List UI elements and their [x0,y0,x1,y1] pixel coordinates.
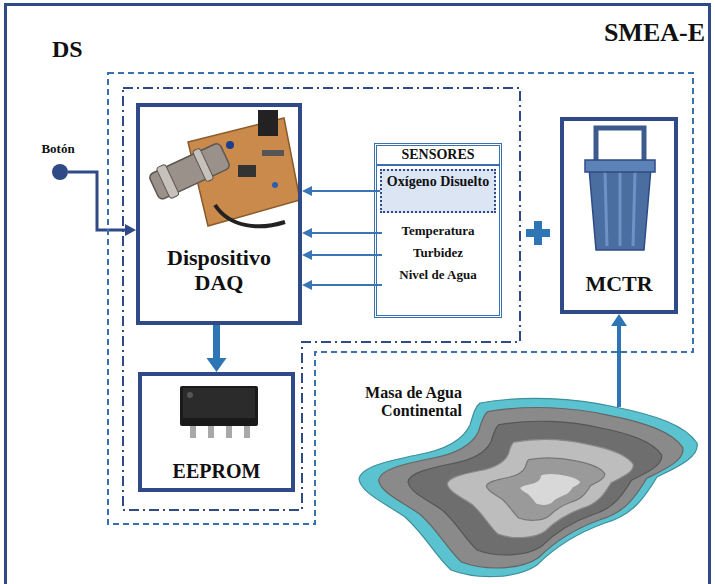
node-label: Dispositivo DAQ [144,245,294,296]
sensor-panel: SENSORES Oxígeno DisueltoTemperaturaTurbi… [374,143,502,318]
connector-arrow [302,186,380,196]
connector-line [311,284,382,286]
connector-line [311,254,382,256]
cable [215,205,285,226]
arrow-head [207,358,227,372]
connector-line [68,172,126,230]
node-label: Nivel de Agua [396,268,480,283]
relay-component [258,110,278,136]
pcb-board [188,118,300,226]
arrow-head [302,280,312,290]
arrow-head [611,314,627,326]
outer-frame: SMEA-E DS Dispositivo DAQ SENSORES Oxígeno D… [4,3,711,584]
connector-arrow [68,172,136,236]
node-label: Masa de Agua Continental [320,384,462,421]
arrow-head [302,250,312,260]
lake-contour [447,440,633,538]
arrow-head [125,224,136,236]
node-label: MCTR [564,271,674,296]
bnc-ring [156,164,179,199]
sensor-box: Oxígeno Disuelto [380,169,496,213]
sensor-item: Temperatura [382,223,494,243]
node-label: SMEA-E [585,18,705,48]
sensor-item: Turbidez [382,245,494,265]
chip-top [183,388,255,418]
connector-arrow [611,314,627,407]
lake-contour [379,408,683,568]
header-pins [262,150,284,156]
connector-line [213,325,220,359]
lake-contour [486,458,604,520]
daq-box: Dispositivo DAQ [136,103,302,325]
capacitor-component [226,141,234,149]
bucket-body [589,168,651,250]
node-label: Turbidez [382,246,494,261]
bnc-connector [147,139,232,203]
node-label: EEPROM [142,460,291,483]
chip-body [180,386,258,426]
connector-arrow [302,250,382,260]
bnc-body [148,142,231,200]
chip-dot [187,392,193,398]
water-body: Masa de Agua Continental [355,395,700,582]
node-label: DS [52,36,102,64]
bucket-stripe [619,172,622,246]
sensor-header-rule [377,164,499,166]
connector-arrow [302,280,382,290]
connector-arrow [207,325,227,372]
bucket-stripe [605,172,607,246]
button-dot [52,164,68,180]
bnc-ring [192,148,214,182]
bucket-stripe [633,172,635,246]
lake-outline [355,395,700,582]
eeprom-chip-picture [180,386,258,438]
node-label: SENSORES [377,147,499,163]
led-component [272,182,278,188]
lake-contour [359,398,697,576]
node-label: Oxígeno Disuelto [382,174,494,190]
eeprom-box: EEPROM [138,372,295,492]
node-label: Temperatura [382,224,494,239]
mctr-box: MCTR [560,117,678,314]
connector-line [311,190,380,192]
connector-line [617,325,621,407]
lake-contour [408,421,662,555]
bucket-lid [585,160,655,172]
plus-symbol [526,229,550,237]
connector-line [311,232,382,234]
arrow-head [302,228,312,238]
arrow-head [302,186,312,196]
lake-contour [520,474,581,506]
button-node: Botón [28,142,88,182]
sensor-item: Nivel de Agua [382,267,494,303]
daq-board-picture [147,110,300,226]
bucket-picture [585,128,655,250]
connector-arrow [302,228,382,238]
chip-component [238,165,256,177]
node-label: Botón [28,142,88,157]
